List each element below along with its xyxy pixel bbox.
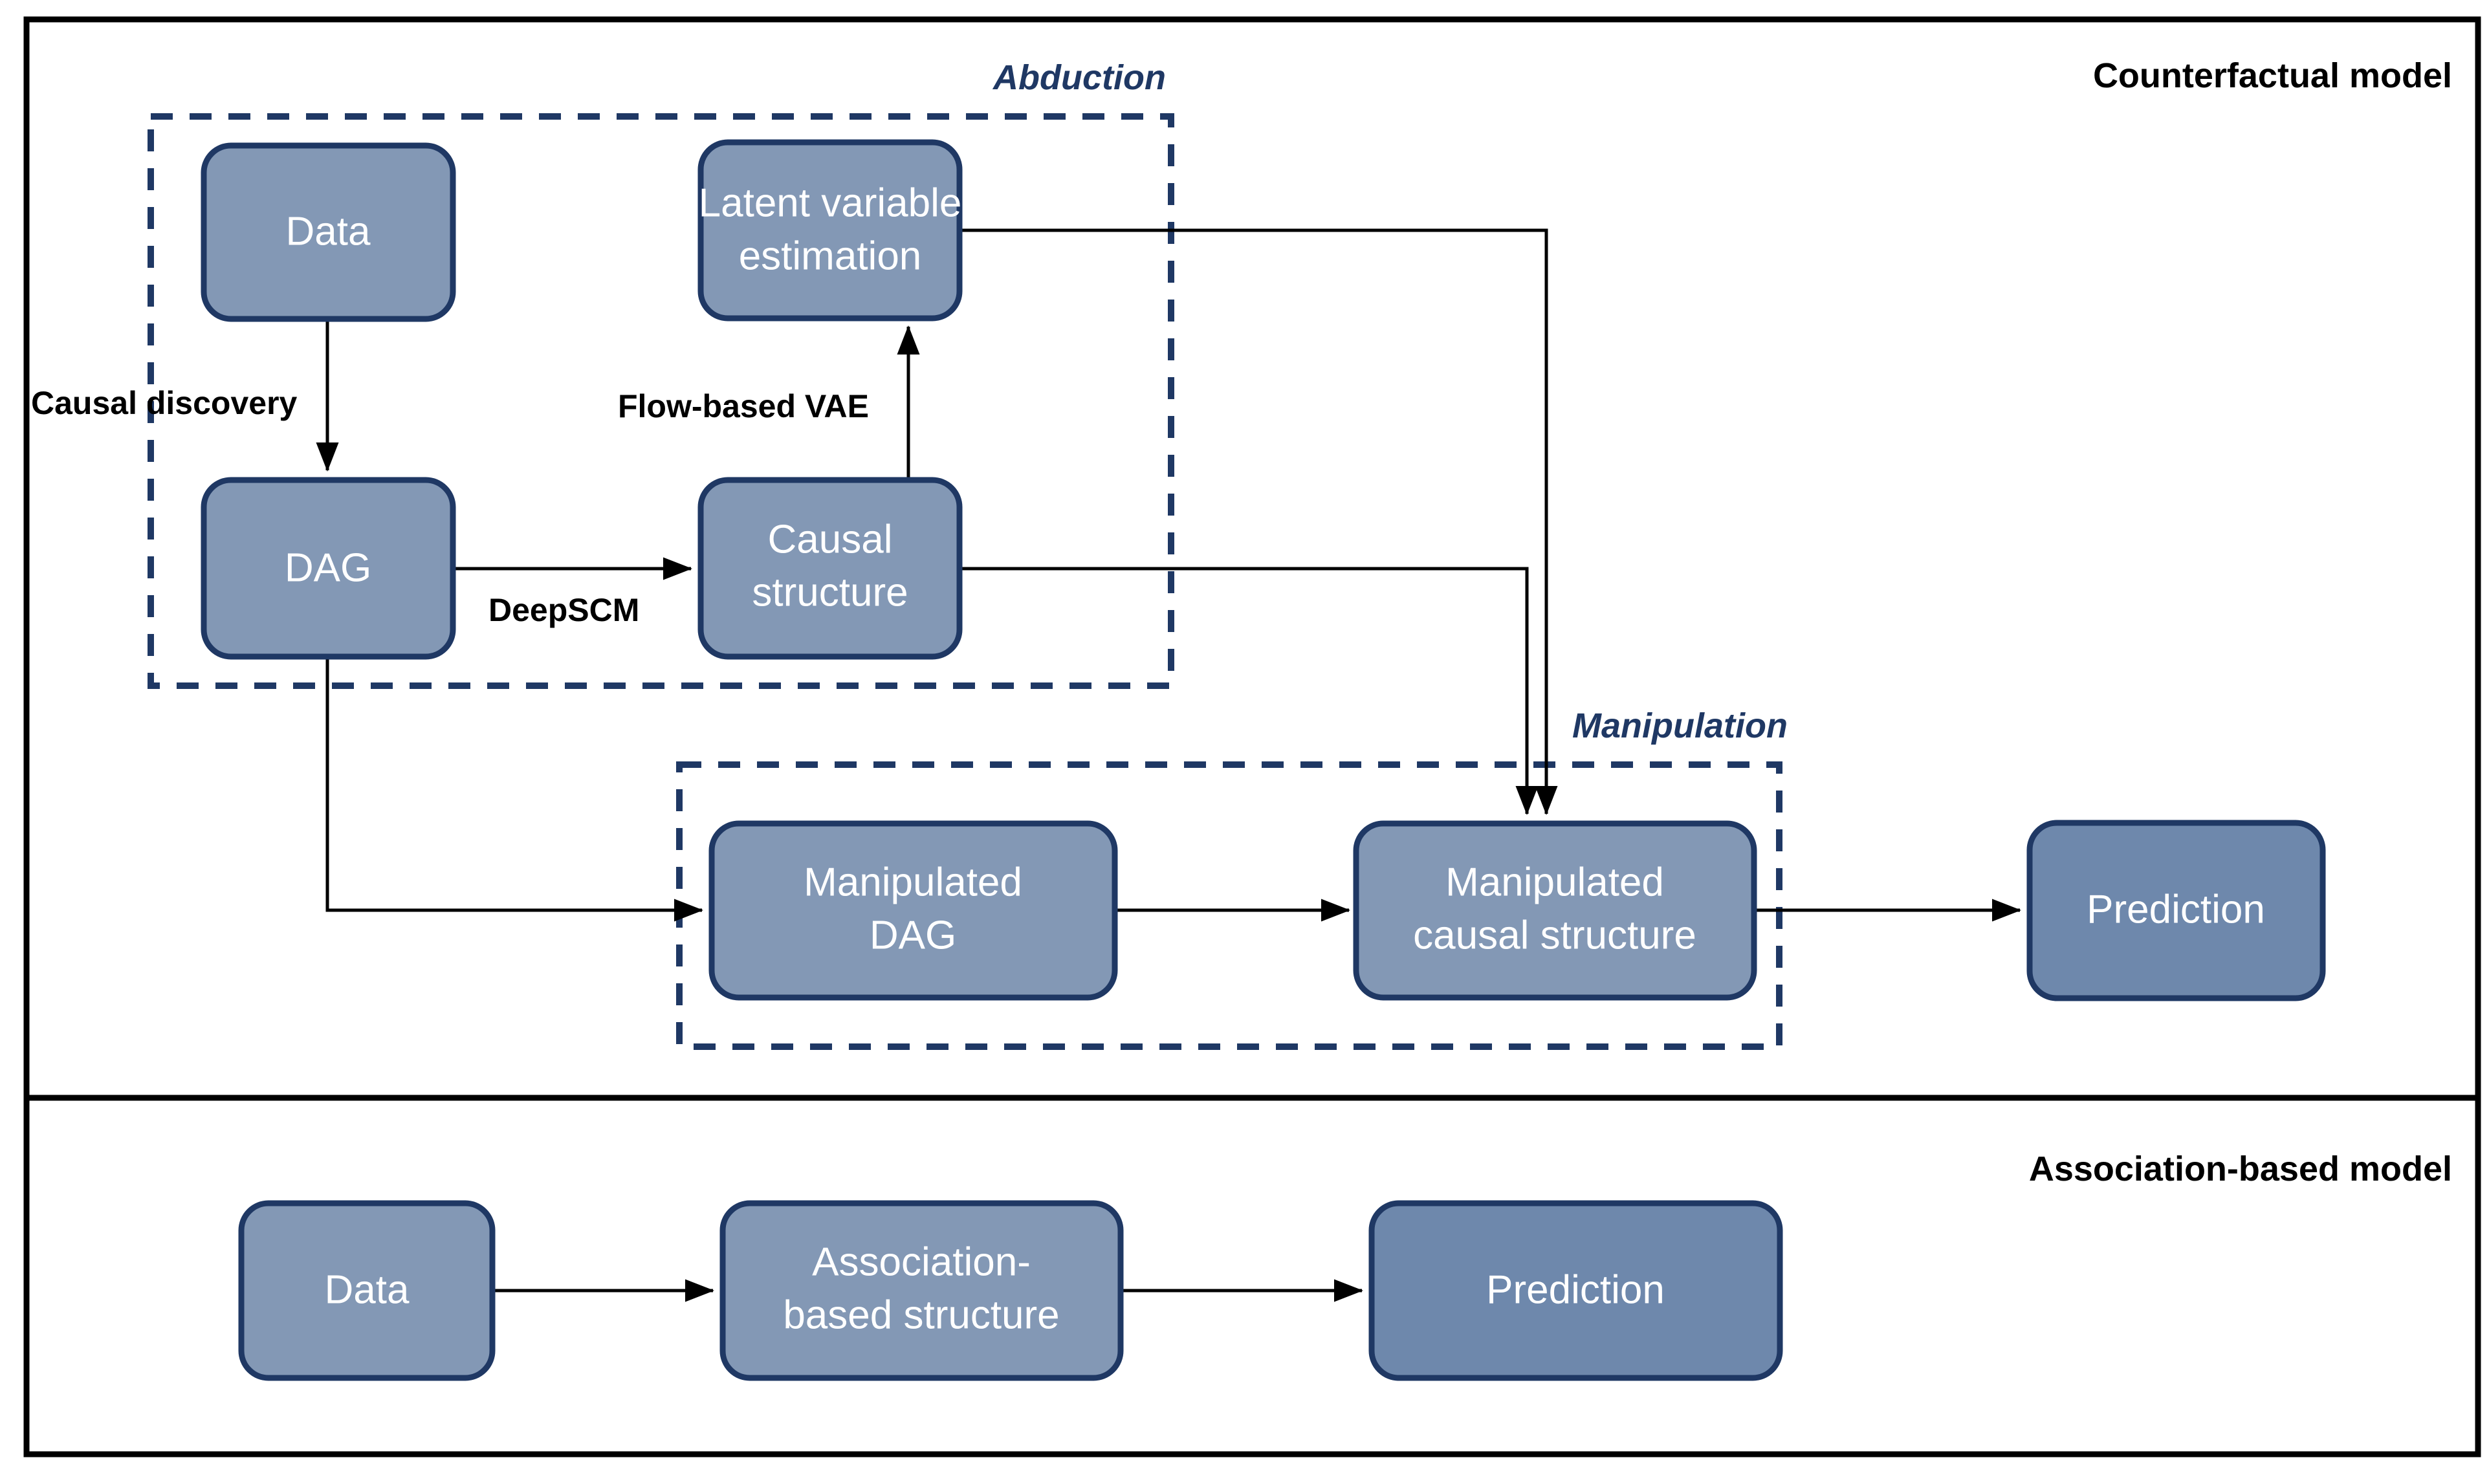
edge-dag-to-manipulated-dag [325,657,703,922]
node-latent-variable-estimation[interactable]: Latent variable estimation [697,139,963,322]
node-causal-structure-label-line1: Causal [768,517,893,562]
node-manipulated-causal-structure-label-line2: causal structure [1413,913,1696,957]
edge-label-causal-discovery: Causal discovery [31,385,298,421]
node-causal-structure[interactable]: Causal structure [697,477,963,660]
node-prediction-bottom-label: Prediction [1486,1267,1665,1312]
node-data-top-label: Data [286,209,371,254]
edge-latent-to-manipulated-causal-structure [959,228,1558,815]
panel-association-frame [23,1095,2481,1457]
node-manipulated-dag-label-line1: Manipulated [804,860,1022,904]
node-association-based-structure-rect[interactable] [719,1200,1124,1381]
node-dag-label: DAG [285,545,371,590]
node-association-based-structure-label-line2: based structure [783,1293,1059,1337]
node-causal-structure-rect[interactable] [697,477,963,660]
node-data-top[interactable]: Data [201,142,456,322]
node-latent-variable-estimation-rect[interactable] [697,139,963,322]
edge-label-deepscm: DeepSCM [488,592,639,628]
node-dag[interactable]: DAG [201,477,456,660]
node-prediction-top-rect[interactable] [2026,820,2326,1001]
node-data-bottom-label: Data [325,1267,410,1312]
node-prediction-bottom-rect[interactable] [1368,1200,1783,1381]
node-dag-rect[interactable] [201,477,456,660]
node-manipulated-dag[interactable]: Manipulated DAG [708,820,1118,1001]
node-data-bottom-rect[interactable] [238,1200,496,1381]
node-latent-variable-estimation-label-line2: estimation [739,234,922,278]
panel-title-association: Association-based model [2029,1150,2452,1188]
node-data-top-rect[interactable] [201,142,456,322]
node-prediction-top-label: Prediction [2087,887,2265,932]
edge-label-flow-based-vae: Flow-based VAE [618,388,869,424]
node-association-based-structure[interactable]: Association- based structure [719,1200,1124,1381]
node-association-based-structure-label-line1: Association- [812,1239,1031,1284]
panel-title-counterfactual: Counterfactual model [2093,56,2452,95]
node-manipulated-causal-structure-label-line1: Manipulated [1445,860,1664,904]
node-causal-structure-label-line2: structure [752,570,908,615]
group-abduction-box [148,113,1174,689]
node-manipulated-dag-label-line2: DAG [870,913,956,957]
node-latent-variable-estimation-label-line1: Latent variable [699,180,962,225]
node-prediction-top[interactable]: Prediction [2026,820,2326,1001]
node-manipulated-causal-structure-rect[interactable] [1353,820,1757,1001]
node-manipulated-causal-structure[interactable]: Manipulated causal structure [1353,820,1757,1001]
group-label-abduction: Abduction [992,58,1166,97]
node-manipulated-dag-rect[interactable] [708,820,1118,1001]
edge-causal-structure-to-manipulated-causal-structure [959,567,1539,815]
node-prediction-bottom[interactable]: Prediction [1368,1200,1783,1381]
group-label-manipulation: Manipulation [1572,706,1788,745]
node-data-bottom[interactable]: Data [238,1200,496,1381]
